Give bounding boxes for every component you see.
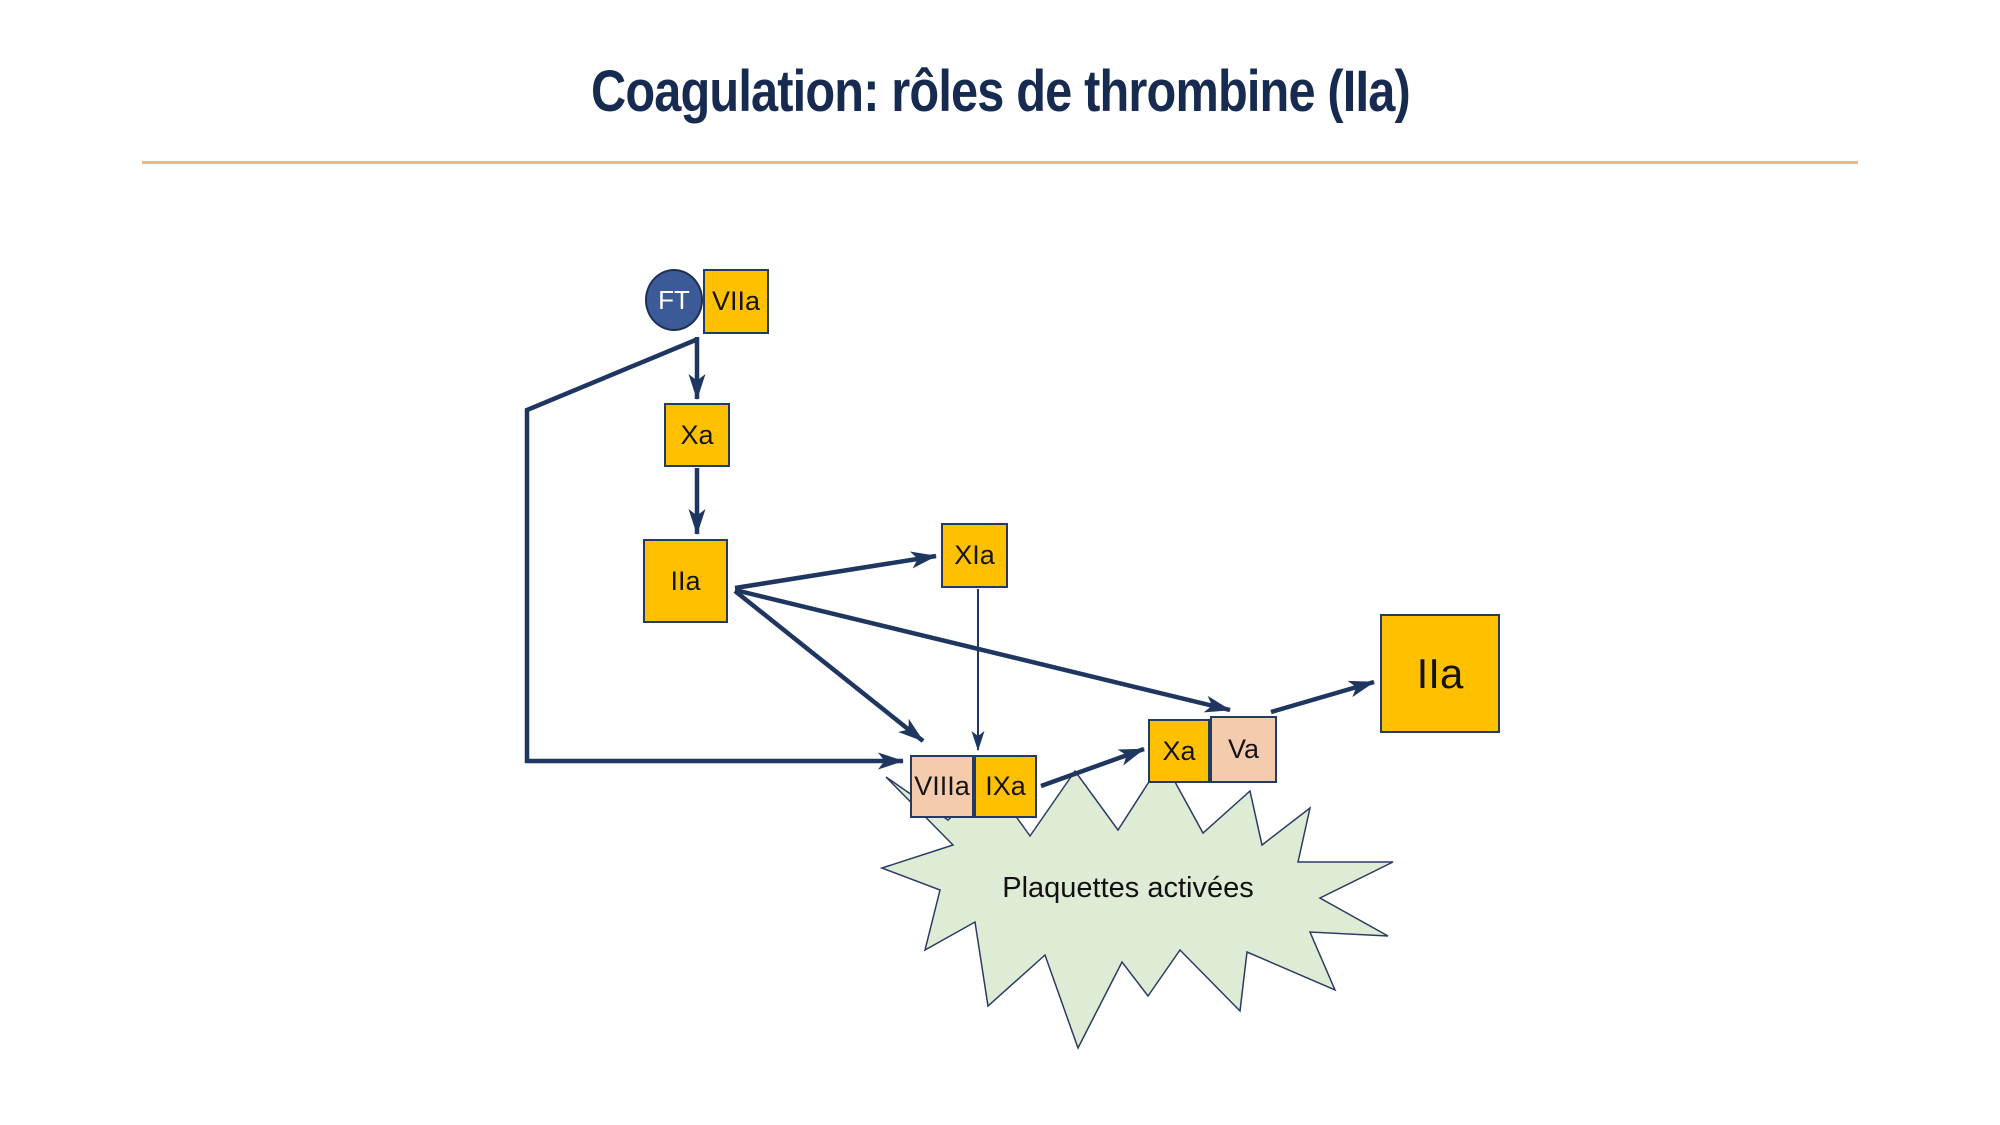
node-iia-thrombin: IIa <box>643 539 728 623</box>
arrow-iia-to-xia <box>734 551 937 591</box>
platelets-label: Plaquettes activées <box>1002 872 1254 904</box>
node-iia-final: IIa <box>1380 614 1500 733</box>
node-ft-label: FT <box>658 284 690 315</box>
node-ixa: IXa <box>974 755 1037 818</box>
node-va-label: Va <box>1227 734 1260 764</box>
node-iia-thrombin-label: IIa <box>670 565 701 596</box>
arrow-iia-to-xava <box>734 587 1231 713</box>
node-xa-complex: Xa <box>1148 719 1210 783</box>
arrow-xava-to-iia2 <box>1270 679 1375 715</box>
node-viia-label: VIIa <box>711 286 761 316</box>
node-xa-complex-label: Xa <box>1162 735 1196 766</box>
title-bar: Coagulation: rôles de thrombine (IIa) <box>0 58 2000 125</box>
node-viiia: VIIIa <box>910 755 974 818</box>
arrow-ftviia-feedback-to-viiia <box>524 336 904 770</box>
node-iia-final-label: IIa <box>1416 649 1464 697</box>
node-xia: XIa <box>941 523 1008 588</box>
node-viiia-label: VIIIa <box>914 771 970 801</box>
node-ft: FT <box>645 269 703 331</box>
page-title: Coagulation: rôles de thrombine (IIa) <box>590 59 1411 124</box>
node-xa-initial-label: Xa <box>680 419 714 450</box>
title-divider <box>142 161 1858 164</box>
node-viia: VIIa <box>703 269 769 334</box>
arrow-ixa-to-xava <box>1040 746 1145 789</box>
platelets-starburst <box>879 758 1394 1050</box>
node-xia-label: XIa <box>954 540 995 570</box>
arrow-iia-to-viiiaixa <box>733 589 925 743</box>
node-xa-initial: Xa <box>664 403 730 467</box>
node-va: Va <box>1210 716 1277 783</box>
node-ixa-label: IXa <box>985 771 1026 801</box>
